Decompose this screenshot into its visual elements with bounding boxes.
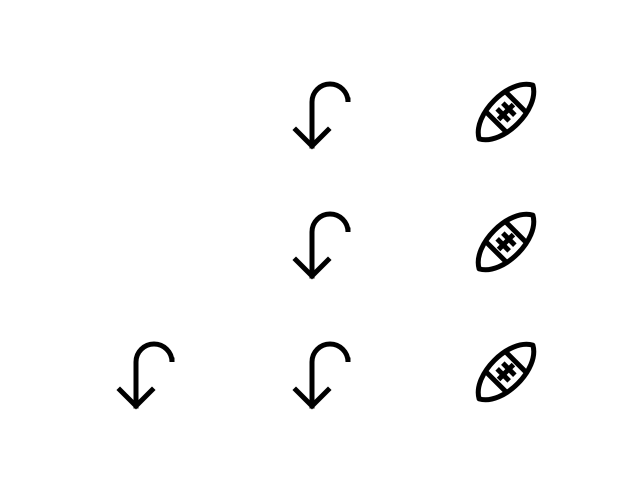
football-icon xyxy=(462,328,550,416)
turn-back-arrow-icon xyxy=(288,68,376,156)
football-icon xyxy=(462,198,550,286)
football-icon xyxy=(462,68,550,156)
turn-back-arrow-icon xyxy=(112,328,200,416)
turn-back-arrow-icon xyxy=(288,198,376,286)
turn-back-arrow-icon xyxy=(288,328,376,416)
